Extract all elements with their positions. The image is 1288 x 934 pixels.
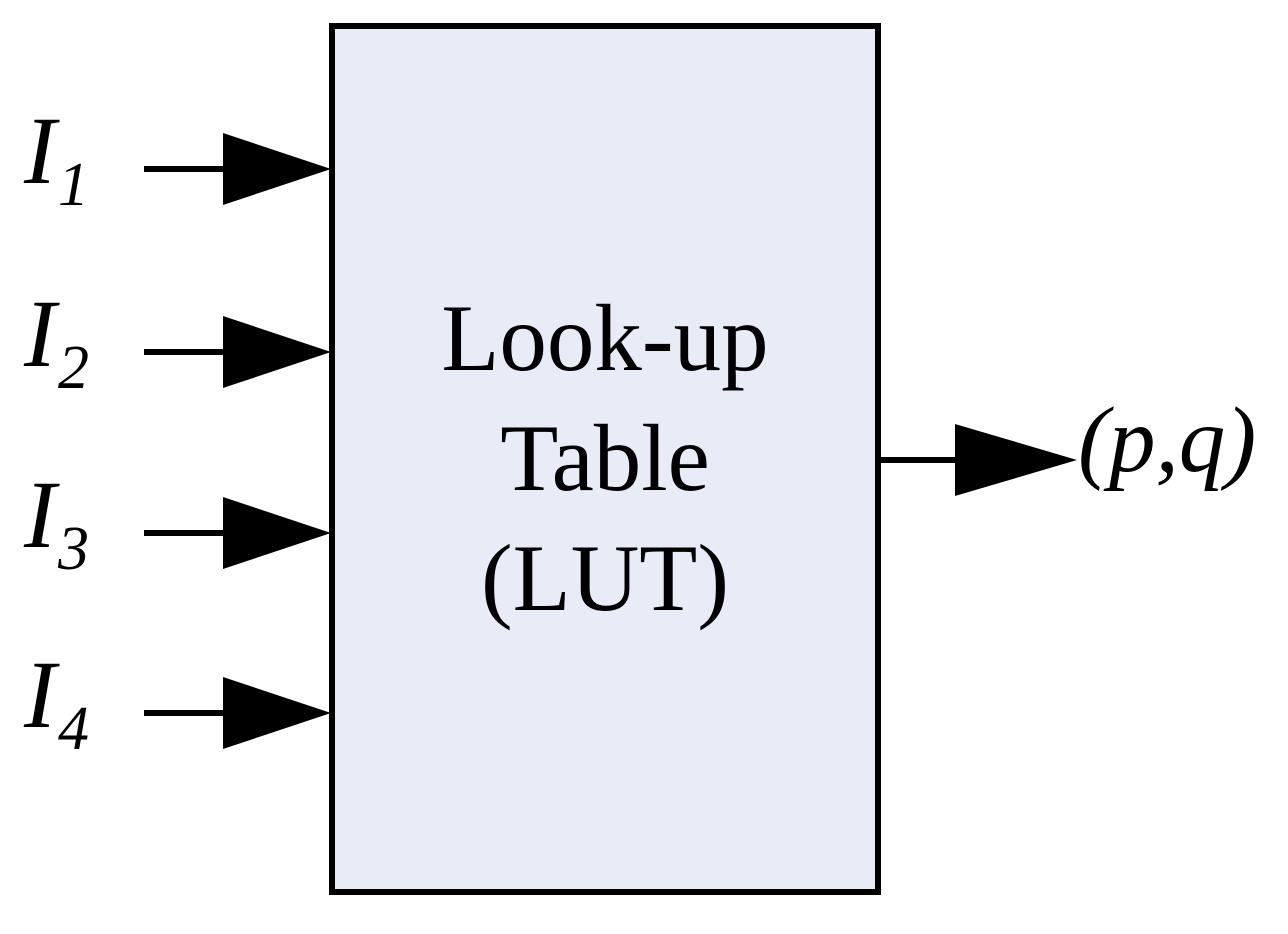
input-label-i2-base: I	[24, 280, 56, 387]
lut-label-line3: (LUT)	[481, 524, 729, 631]
input-arrow-i3	[144, 497, 331, 569]
input-arrow-i2	[144, 316, 331, 388]
output-arrow	[881, 424, 1077, 496]
input-label-i1-subscript: 1	[57, 151, 89, 219]
input-arrow-i4	[144, 677, 331, 749]
lut-block-label: Look-up Table (LUT)	[329, 23, 881, 895]
input-label-i4-subscript: 4	[57, 695, 89, 763]
lut-block-rectangle	[329, 23, 881, 895]
input-label-i3: I3	[24, 467, 89, 583]
input-label-i1-base: I	[24, 97, 56, 204]
input-arrow-i1	[144, 133, 331, 205]
input-label-i3-subscript: 3	[57, 515, 89, 583]
input-label-i2: I2	[24, 286, 89, 402]
input-label-i4-base: I	[24, 641, 56, 748]
input-label-i4: I4	[24, 647, 89, 763]
output-label: (p,q)	[1078, 389, 1257, 492]
input-label-i2-subscript: 2	[57, 334, 89, 402]
input-label-i1: I1	[24, 103, 89, 219]
lut-label-line1: Look-up	[441, 285, 769, 392]
input-label-i3-base: I	[24, 461, 56, 568]
lut-label-line2: Table	[500, 405, 710, 512]
